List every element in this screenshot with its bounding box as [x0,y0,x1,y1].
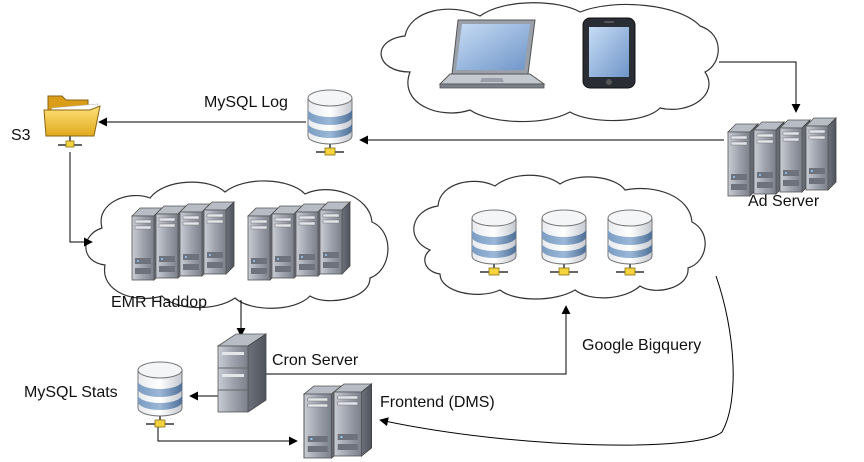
server-rack-icon [303,383,373,459]
arrow-s3-to-emr [69,152,93,247]
ad-server-label: Ad Server [748,193,820,210]
client-devices-cloud [380,2,719,123]
database-icon [137,361,183,428]
laptop-icon [438,19,546,89]
emr-hadoop-label: EMR Haddop [111,294,208,311]
database-icon [307,89,353,156]
frontend-label: Frontend (DMS) [380,394,495,411]
server-rack-icon [131,201,235,281]
mysql-log-label: MySQL Log [204,94,288,111]
smartphone-icon [582,17,636,89]
arrow-mysqlstats-to-frontend [157,424,298,446]
mysql-stats-label: MySQL Stats [24,384,118,401]
tower-server-icon [216,333,268,413]
folder-icon [43,95,101,148]
connectors [69,61,801,446]
cron-server-label: Cron Server [272,352,359,369]
arrow-cron-to-bigquery [266,305,571,375]
google-bigquery-label: Google Bigquery [582,337,702,354]
cloud-shape [380,2,719,123]
s3-label: S3 [11,127,31,144]
server-rack-icon [247,201,351,281]
arrow-devices-to-adserver [719,61,801,113]
arrow-bigquery-to-frontend [379,275,734,446]
server-rack-icon [727,117,837,197]
